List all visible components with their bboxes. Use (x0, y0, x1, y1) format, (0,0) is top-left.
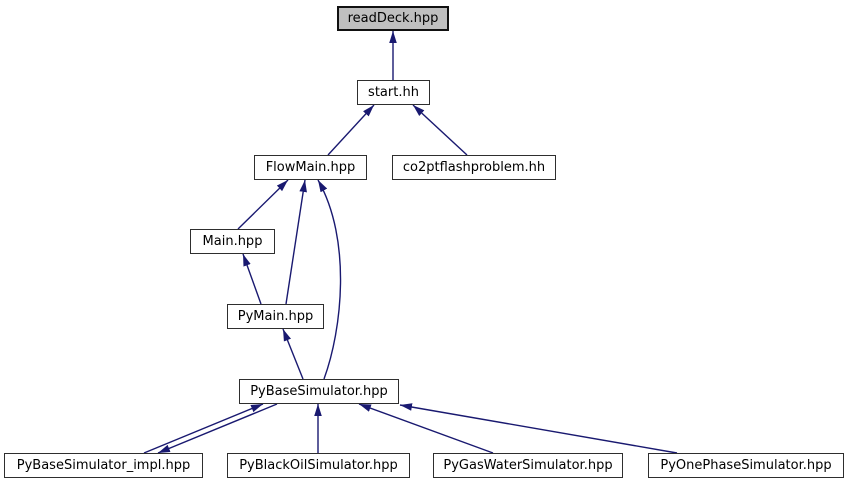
graph-node-FlowMain[interactable]: FlowMain.hpp (254, 155, 367, 180)
edge-Main-to-FlowMain (237, 179, 289, 230)
graph-node-PyBaseSimulator[interactable]: PyBaseSimulator.hpp (239, 379, 399, 404)
edge-PyMain-to-Main (242, 253, 262, 305)
graph-node-PyOnePhaseSimulator[interactable]: PyOnePhaseSimulator.hpp (648, 453, 844, 478)
graph-node-start[interactable]: start.hh (357, 80, 430, 105)
edge-PyBaseSimulator-to-FlowMain (317, 179, 342, 380)
graph-node-co2ptflashproblem[interactable]: co2ptflashproblem.hh (392, 155, 556, 180)
edge-PyOnePhaseSimulator-to-PyBaseSimulator (399, 403, 678, 454)
edge-co2ptflashproblem-to-start (412, 104, 468, 156)
edge-PyBaseSimulator-to-PyBaseSimulator_impl (157, 403, 278, 454)
edge-PyGasWaterSimulator-to-PyBaseSimulator (358, 403, 494, 454)
edge-PyBaseSimulator-to-PyMain (282, 328, 304, 380)
edge-PyMain-to-FlowMain (285, 179, 307, 305)
graph-node-PyGasWaterSimulator[interactable]: PyGasWaterSimulator.hpp (433, 453, 623, 478)
edge-FlowMain-to-start (327, 104, 375, 156)
graph-node-PyBlackOilSimulator[interactable]: PyBlackOilSimulator.hpp (227, 453, 410, 478)
graph-node-PyBaseSimulator_impl[interactable]: PyBaseSimulator_impl.hpp (4, 453, 203, 478)
edge-PyBaseSimulator_impl-to-PyBaseSimulator (143, 403, 264, 454)
graph-node-PyMain[interactable]: PyMain.hpp (227, 304, 324, 329)
graph-node-Main[interactable]: Main.hpp (190, 229, 275, 254)
graph-node-readDeck[interactable]: readDeck.hpp (337, 6, 449, 31)
